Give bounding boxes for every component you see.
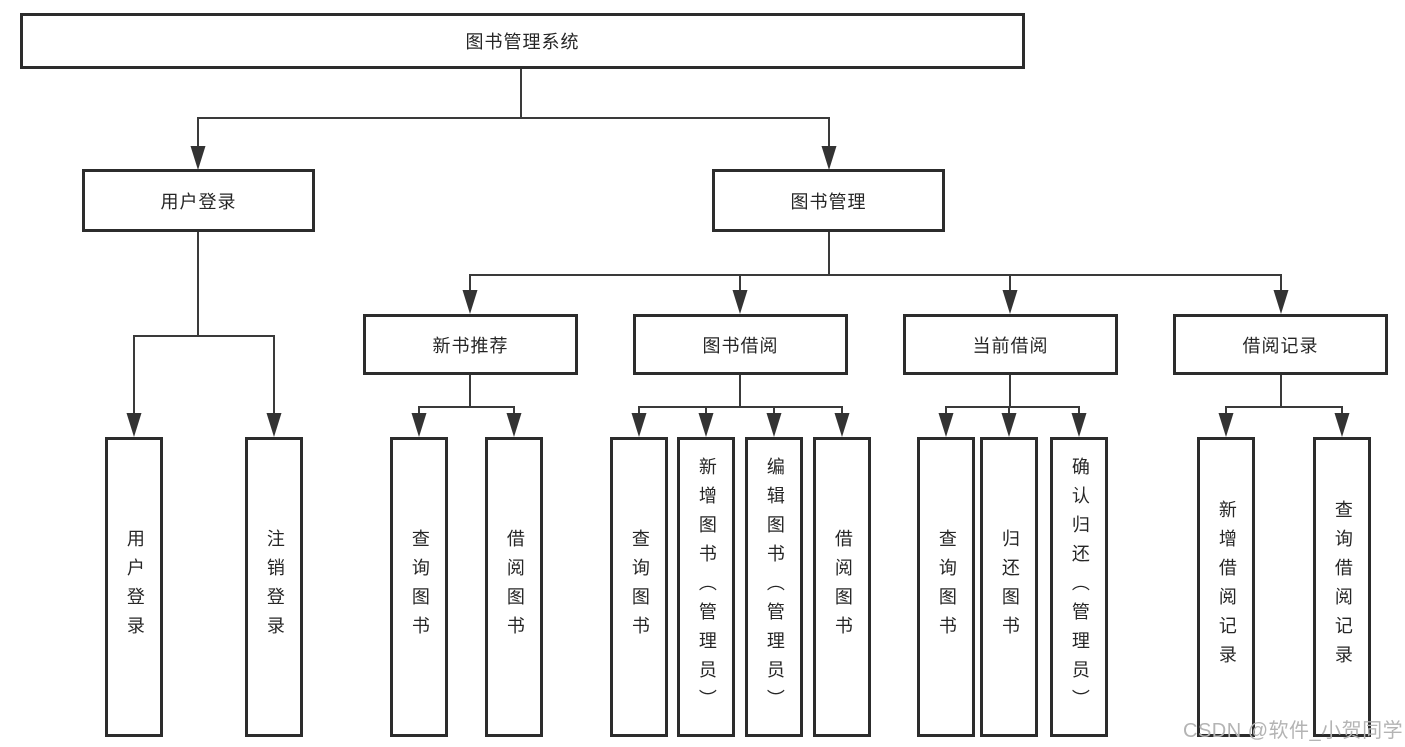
node-label: 图书借阅: [702, 335, 779, 356]
node-label: 编辑图书（管理员）: [764, 456, 785, 718]
leaf-return-books: 归还图书: [980, 437, 1038, 737]
leaf-query-books-borrowing: 查询图书: [610, 437, 668, 737]
node-label: 归还图书: [999, 529, 1020, 645]
leaf-borrow-books-borrowing: 借阅图书: [813, 437, 871, 737]
leaf-borrow-books-recommend: 借阅图书: [485, 437, 543, 737]
node-book-management: 图书管理: [712, 169, 945, 232]
csdn-watermark: CSDN @软件_小贺同学: [1183, 720, 1404, 742]
node-borrowing-records: 借阅记录: [1173, 314, 1388, 375]
node-label: 查询图书: [629, 529, 650, 645]
node-label: 查询图书: [936, 529, 957, 645]
node-label: 借阅图书: [832, 529, 853, 645]
node-label: 图书管理: [790, 191, 867, 212]
leaf-query-borrow-record: 查询借阅记录: [1313, 437, 1371, 737]
node-label: 新增图书（管理员）: [696, 456, 717, 718]
node-library-system-root: 图书管理系统: [20, 13, 1025, 69]
leaf-logout-login: 注销登录: [245, 437, 303, 737]
leaf-confirm-return-admin: 确认归还（管理员）: [1050, 437, 1108, 737]
node-label: 查询借阅记录: [1332, 500, 1353, 674]
leaf-query-books-recommend: 查询图书: [390, 437, 448, 737]
leaf-new-borrow-record: 新增借阅记录: [1197, 437, 1255, 737]
node-label: 用户登录: [160, 191, 237, 212]
node-new-book-recommendation: 新书推荐: [363, 314, 578, 375]
node-label: 借阅记录: [1242, 335, 1319, 356]
node-label: 查询图书: [409, 529, 430, 645]
leaf-add-books-admin: 新增图书（管理员）: [677, 437, 735, 737]
node-label: 借阅图书: [504, 529, 525, 645]
node-current-borrowing: 当前借阅: [903, 314, 1118, 375]
node-label: 图书管理系统: [465, 32, 580, 52]
node-book-borrowing: 图书借阅: [633, 314, 848, 375]
node-label: 确认归还（管理员）: [1069, 456, 1090, 718]
node-user-login: 用户登录: [82, 169, 315, 232]
node-label: 用户登录: [124, 529, 145, 645]
leaf-edit-books-admin: 编辑图书（管理员）: [745, 437, 803, 737]
node-label: 新增借阅记录: [1216, 500, 1237, 674]
leaf-query-books-current: 查询图书: [917, 437, 975, 737]
leaf-user-login: 用户登录: [105, 437, 163, 737]
node-label: 新书推荐: [432, 335, 509, 356]
node-label: 当前借阅: [972, 335, 1049, 356]
node-label: 注销登录: [264, 529, 285, 645]
